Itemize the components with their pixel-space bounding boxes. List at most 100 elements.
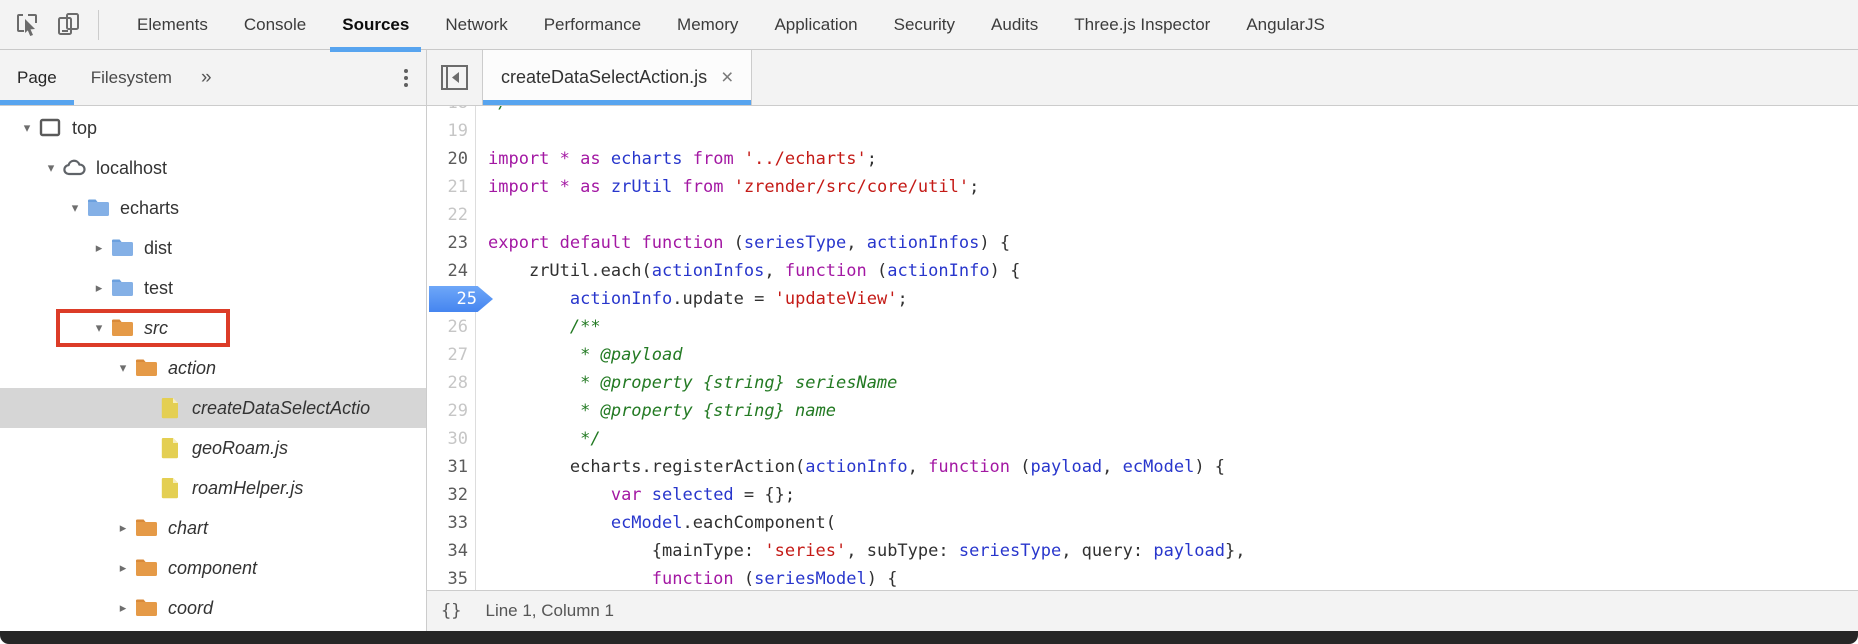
tree-item-label: localhost (96, 157, 168, 178)
code-line-text: */ (476, 106, 508, 117)
tree-item-georoam-js[interactable]: geoRoam.js (0, 428, 426, 468)
main-tab-network[interactable]: Network (445, 14, 508, 34)
code-line-text: var selected = {}; (610, 485, 796, 505)
main-tab-audits[interactable]: Audits (991, 14, 1039, 34)
folder-orange-icon (134, 556, 164, 580)
tree-item-test[interactable]: ▸ test (0, 268, 426, 308)
chevron-collapsed-icon[interactable]: ▸ (119, 560, 127, 575)
tree-item-localhost[interactable]: ▾ localhost (0, 148, 426, 188)
line-number[interactable]: 31 (427, 453, 476, 481)
kebab-menu-icon[interactable] (404, 68, 408, 87)
folder-orange-icon (134, 356, 164, 380)
line-number[interactable]: 18 (427, 106, 476, 117)
hide-navigator-icon[interactable] (440, 63, 469, 92)
line-number[interactable]: 32 (427, 481, 476, 509)
main-tab-sources[interactable]: Sources (324, 0, 427, 52)
pretty-print-icon[interactable]: {} (441, 601, 462, 621)
navigator-header: Page Filesystem » (0, 50, 426, 106)
code-line-text: import * as zrUtil from 'zrender/src/cor… (488, 177, 980, 197)
line-number[interactable]: 21 (427, 173, 476, 201)
tree-item-label: component (168, 557, 258, 578)
main-tab-console[interactable]: Console (243, 14, 307, 34)
tree-item-coord[interactable]: ▸coord (0, 588, 426, 628)
chevron-expanded-icon[interactable]: ▾ (119, 360, 127, 375)
line-number[interactable]: 34 (427, 537, 476, 565)
chevron-expanded-icon[interactable]: ▾ (47, 160, 55, 175)
code-line-text: * @property {string} name (580, 401, 836, 421)
main-tab-elements[interactable]: Elements (137, 14, 208, 34)
inspect-element-icon[interactable] (14, 11, 41, 38)
code-line-text (476, 201, 488, 229)
tree-item-src[interactable]: ▾src (0, 308, 426, 348)
file-tab-createDataSelectAction[interactable]: createDataSelectAction.js × (482, 50, 753, 105)
close-tab-icon[interactable]: × (721, 66, 734, 89)
tree-item-chart[interactable]: ▸ chart (0, 508, 426, 548)
line-number[interactable]: 29 (427, 397, 476, 425)
tree-item-top[interactable]: ▾top (0, 108, 426, 148)
code-line-text: export default function (seriesType, act… (488, 233, 1011, 253)
tree-item-label: createDataSelectActio (192, 397, 371, 418)
tree-item-roamhelper-js[interactable]: roamHelper.js (0, 468, 426, 508)
code-line-26: 26 /** (427, 313, 1858, 341)
more-tabs-chevron[interactable]: » (200, 66, 212, 88)
device-toolbar-icon[interactable] (55, 11, 82, 38)
line-number[interactable]: 35 (427, 565, 476, 590)
main-tab-angularjs[interactable]: AngularJS (1246, 14, 1325, 34)
folder-blue-icon (110, 236, 140, 260)
line-number[interactable]: 20 (427, 145, 476, 173)
code-line-33: 33 ecModel.eachComponent( (427, 509, 1858, 537)
code-line-34: 34 {mainType: 'series', subType: seriesT… (427, 537, 1858, 565)
chevron-collapsed-icon[interactable]: ▸ (95, 280, 103, 295)
line-number[interactable]: 22 (427, 201, 476, 229)
main-toolbar: Elements Console Sources Network Performance… (0, 0, 1858, 52)
main-tab-three-js-inspector[interactable]: Three.js Inspector (1074, 14, 1211, 34)
main-tab-security[interactable]: Security (893, 14, 956, 34)
chevron-expanded-icon[interactable]: ▾ (23, 120, 31, 135)
tree-item-label: geoRoam.js (192, 437, 289, 458)
folder-blue-icon (110, 276, 140, 300)
file-icon (158, 436, 188, 460)
chevron-collapsed-icon[interactable]: ▸ (119, 600, 127, 615)
chevron-collapsed-icon[interactable]: ▸ (119, 520, 127, 535)
cloud-icon (62, 156, 92, 180)
code-line-27: 27 * @payload (427, 341, 1858, 369)
sidebar-tab-filesystem[interactable]: Filesystem (90, 67, 172, 87)
toolbar-divider (98, 9, 99, 40)
line-number[interactable]: 19 (427, 117, 476, 145)
code-line-32: 32 var selected = {}; (427, 481, 1858, 509)
line-number[interactable]: 30 (427, 425, 476, 453)
tree-item-label: echarts (120, 197, 180, 218)
tree-item-echarts[interactable]: ▾ echarts (0, 188, 426, 228)
chevron-expanded-icon[interactable]: ▾ (95, 320, 103, 335)
line-number[interactable]: 26 (427, 313, 476, 341)
tree-item-component[interactable]: ▸ component (0, 548, 426, 588)
main-tab-performance[interactable]: Performance (543, 14, 642, 34)
tree-item-label: chart (168, 517, 209, 538)
tree-item-createdataselectactio[interactable]: createDataSelectActio (0, 388, 426, 428)
chevron-collapsed-icon[interactable]: ▸ (95, 240, 103, 255)
line-number[interactable]: 28 (427, 369, 476, 397)
sources-editor: createDataSelectAction.js × 18*/1920impo… (427, 50, 1858, 631)
line-number[interactable]: 24 (427, 257, 476, 285)
line-number[interactable]: 33 (427, 509, 476, 537)
line-number[interactable]: 27 (427, 341, 476, 369)
code-line-23: 23 export default function (seriesType, a… (427, 229, 1858, 257)
editor-tab-bar: createDataSelectAction.js × (427, 50, 1858, 106)
main-tab-application[interactable]: Application (774, 14, 858, 34)
code-line-29: 29 * @property {string} name (427, 397, 1858, 425)
tree-item-label: test (144, 277, 174, 298)
breakpoint-flag-icon[interactable]: 25 (429, 286, 493, 312)
tree-item-action[interactable]: ▾action (0, 348, 426, 388)
main-tab-memory[interactable]: Memory (677, 14, 739, 34)
breakpoint-line-number[interactable]: 25 (427, 285, 493, 313)
code-line-18: 18*/ (427, 106, 1858, 117)
line-number[interactable]: 23 (427, 229, 476, 257)
code-line-text: * @payload (580, 345, 683, 365)
code-line-24: 24 zrUtil.each(actionInfos, function (ac… (427, 257, 1858, 285)
tree-item-dist[interactable]: ▸dist (0, 228, 426, 268)
sidebar-tab-page[interactable]: Page (0, 50, 74, 105)
chevron-expanded-icon[interactable]: ▾ (71, 200, 79, 215)
